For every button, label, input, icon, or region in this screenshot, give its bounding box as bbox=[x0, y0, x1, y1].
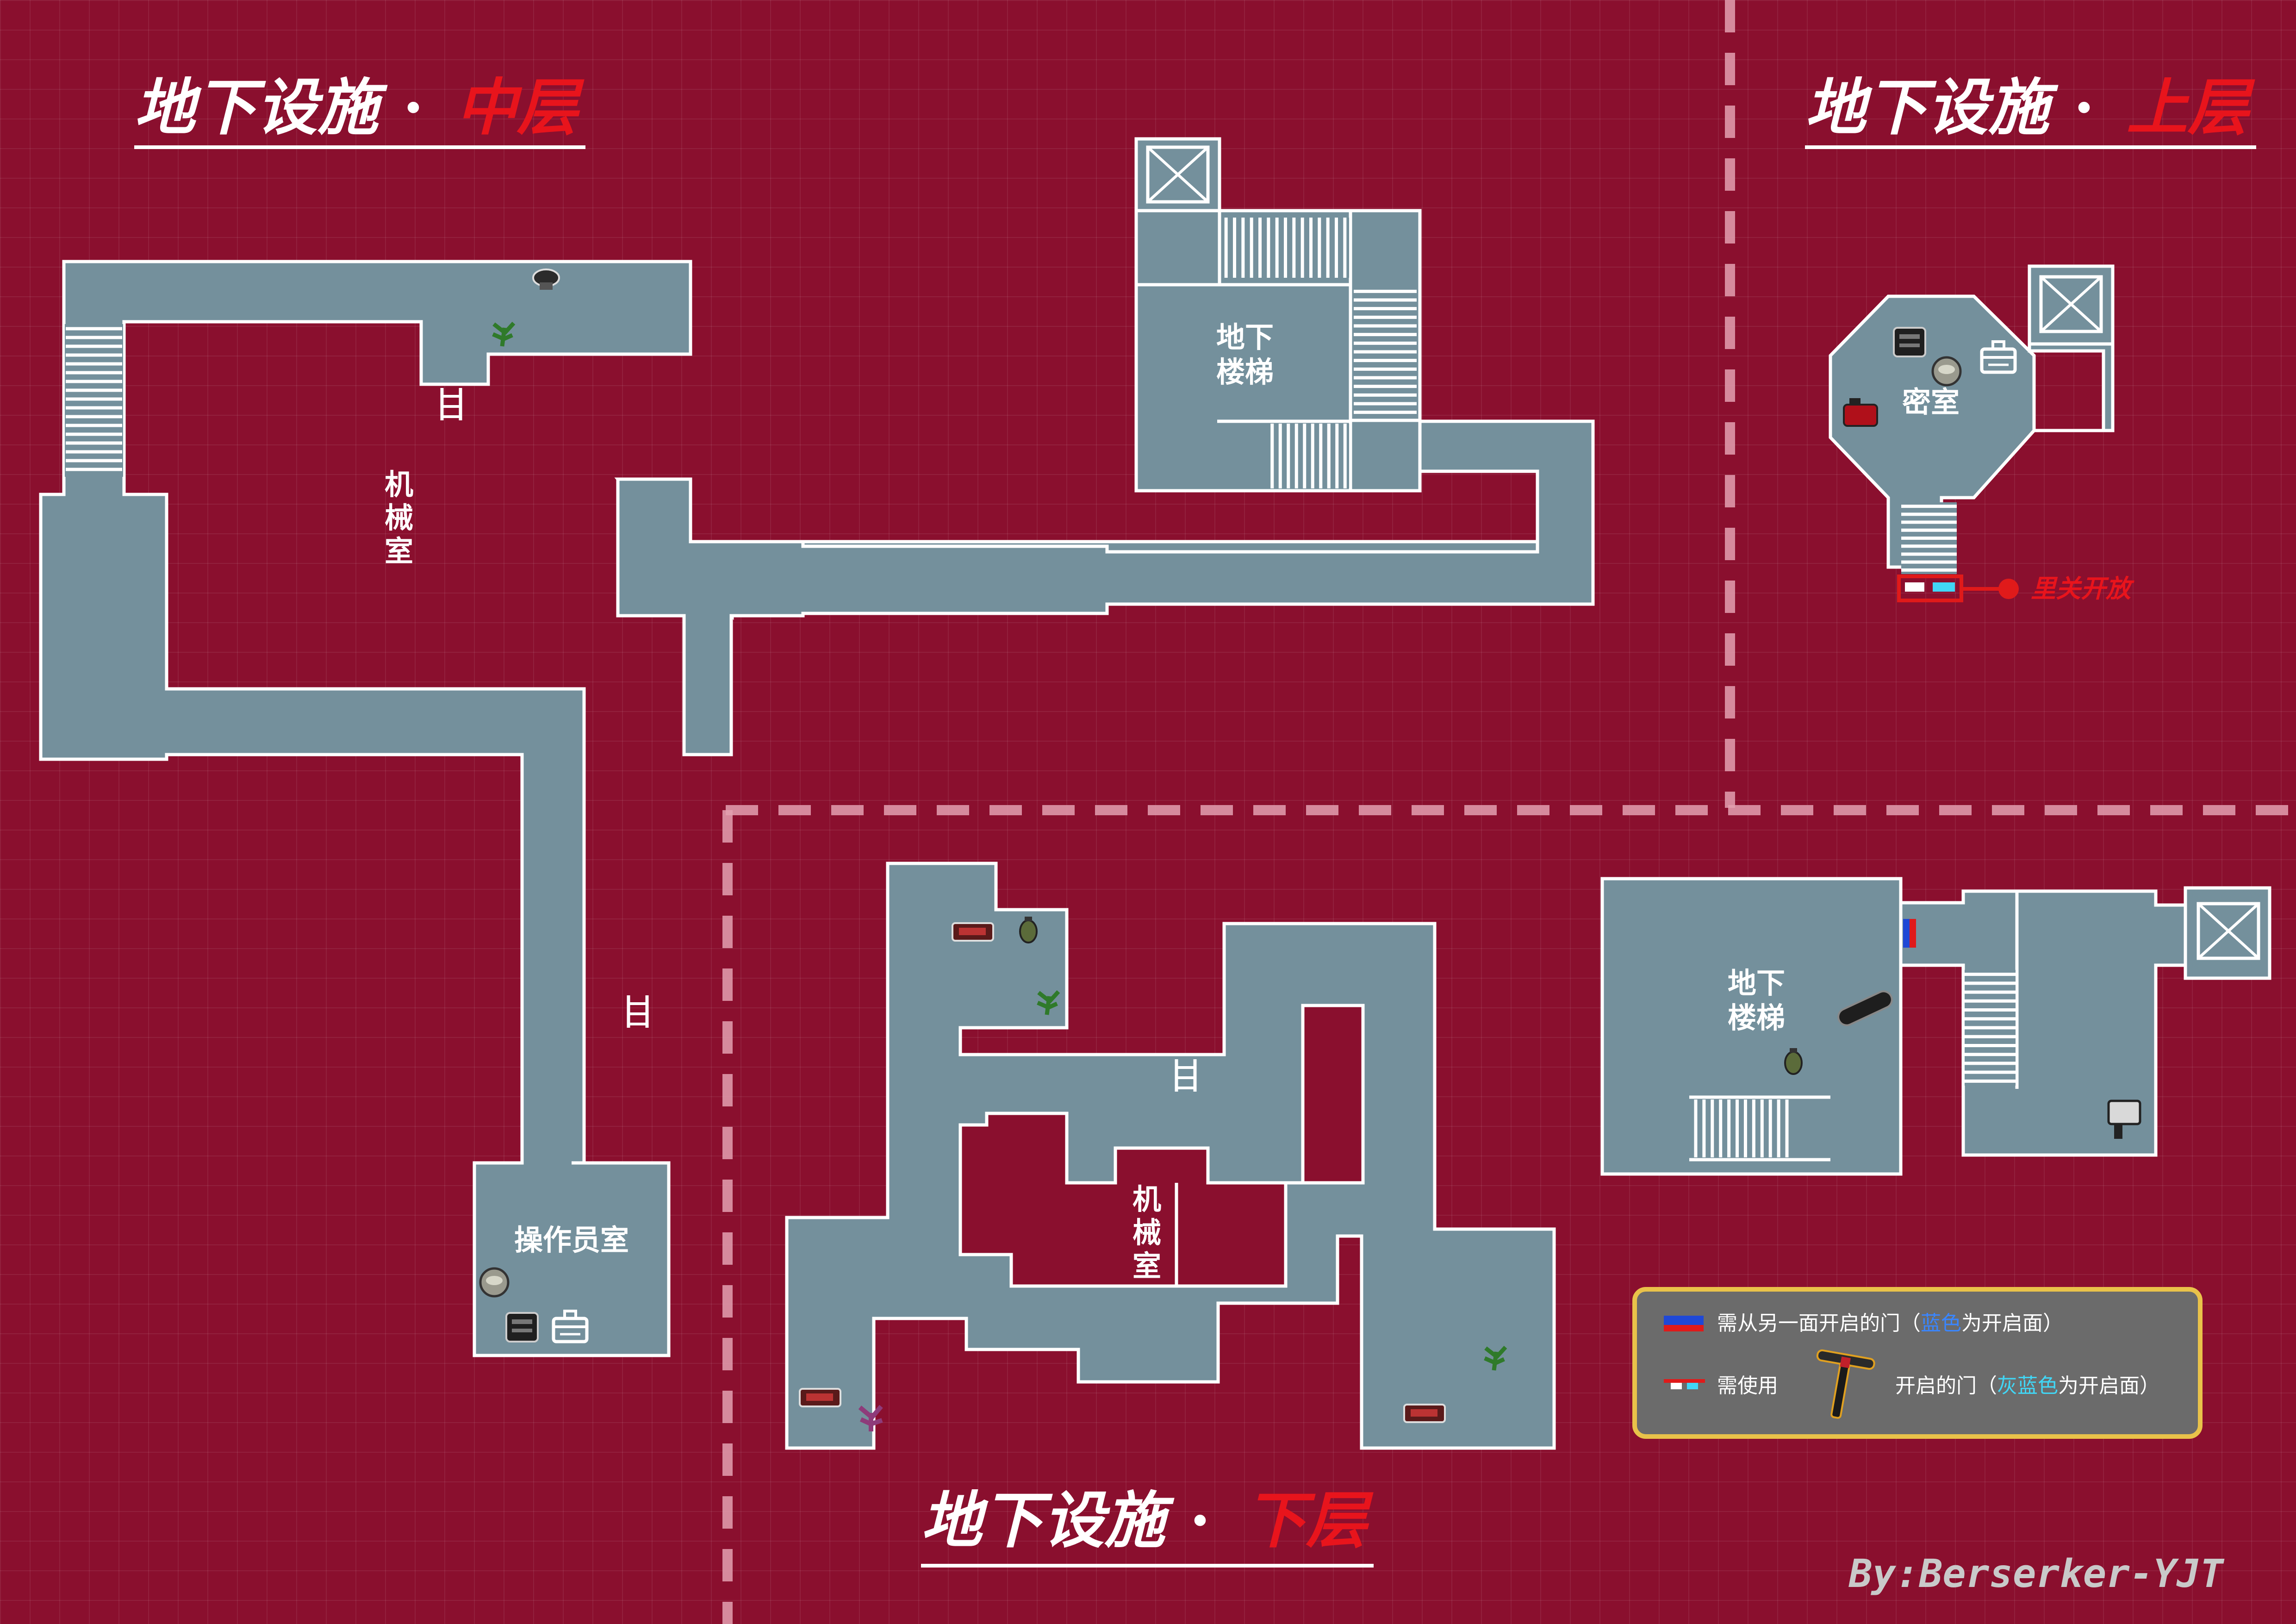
stairs-upper bbox=[1901, 502, 1957, 574]
legend-door-blue bbox=[1664, 1316, 1704, 1325]
door-marker bbox=[1905, 582, 1924, 592]
title-upper-tier: 上层 bbox=[2127, 72, 2255, 144]
title-lower: 地下设施 · 下层 bbox=[921, 1485, 1374, 1568]
elevator-icon bbox=[2039, 275, 2103, 333]
middle-level: 地下 楼梯 机 械 室 操作员室 bbox=[39, 137, 1595, 1357]
callout-text: 里关开放 bbox=[2031, 574, 2134, 603]
room-label-mechanical-middle: 机 械 室 bbox=[385, 468, 413, 568]
title-lower-main: 地下设施 bbox=[921, 1485, 1175, 1556]
stairs-middle-label-2: 楼梯 bbox=[1216, 355, 1274, 389]
ladder-icon bbox=[627, 995, 649, 1028]
legend-box bbox=[1632, 1287, 2203, 1439]
upper-level: 密室 里关开放 bbox=[1829, 264, 2134, 603]
legend-door-white bbox=[1671, 1382, 1682, 1389]
title-lower-tier: 下层 bbox=[1245, 1485, 1374, 1556]
title-upper: 地下设施 · 上层 bbox=[1805, 72, 2256, 149]
title-upper-main: 地下设施 bbox=[1805, 72, 2059, 144]
shotgun-shells-icon bbox=[952, 922, 994, 942]
stairs-middle-label-1: 地下 bbox=[1216, 320, 1274, 354]
elevator-icon bbox=[2196, 902, 2260, 960]
mechanical-middle-label-3: 室 bbox=[385, 534, 413, 568]
herb-icon bbox=[1037, 990, 1060, 1015]
title-middle: 地下设施 · 中层 bbox=[134, 72, 585, 149]
ink-ribbon-icon bbox=[532, 269, 560, 290]
stairs-middle-top bbox=[1222, 218, 1349, 278]
title-middle-tier: 中层 bbox=[456, 72, 585, 144]
stairs-middle-bottom bbox=[1268, 424, 1349, 488]
red-herb-icon bbox=[858, 1405, 883, 1431]
typewriter-icon bbox=[505, 1312, 539, 1343]
elevator-icon bbox=[1146, 145, 1210, 204]
shotgun-shells-icon bbox=[1403, 1404, 1446, 1423]
t-bar-handle-icon bbox=[1816, 1349, 1875, 1419]
secret-room-label: 密室 bbox=[1902, 385, 1960, 419]
first-aid-icon bbox=[479, 1267, 510, 1298]
title-middle-main: 地下设施 bbox=[134, 72, 388, 144]
middle-east-hall bbox=[616, 419, 1595, 756]
stairs-lower-label-2: 楼梯 bbox=[1728, 1001, 1785, 1035]
stairs-lower-left bbox=[1692, 1099, 1791, 1157]
stairs-middle-right bbox=[1354, 287, 1417, 417]
room-label-stairs-lower: 地下 楼梯 bbox=[1728, 966, 1785, 1035]
room-label-mechanical-lower: 机 械 室 bbox=[1132, 1182, 1161, 1283]
mechanical-lower-label-2: 械 bbox=[1132, 1216, 1161, 1249]
lower-east-wing bbox=[1899, 889, 2187, 1157]
legend: 需从另一面开启的门（蓝色为开启面） 需使用 开启的门（灰蓝色为开启面） bbox=[1632, 1287, 2203, 1439]
first-aid-icon bbox=[1931, 356, 1962, 387]
operator-room-label: 操作员室 bbox=[514, 1223, 629, 1257]
mechanical-corridor bbox=[39, 260, 692, 1357]
title-middle-dot: · bbox=[403, 72, 424, 144]
mechanical-middle-label-1: 机 bbox=[385, 468, 413, 501]
shotgun-shells-icon bbox=[799, 1388, 841, 1407]
legend-door-cyan bbox=[1687, 1382, 1698, 1389]
one-way-door-blue bbox=[1903, 919, 1910, 948]
stair-base bbox=[1692, 1099, 1791, 1157]
weapon-part-icon bbox=[2107, 1099, 2141, 1139]
room-label-stairs-middle: 地下 楼梯 bbox=[1216, 320, 1274, 389]
item-box-icon bbox=[1980, 340, 2017, 374]
one-way-door-red bbox=[1910, 919, 1916, 948]
typewriter-icon bbox=[1893, 327, 1926, 357]
mechanical-middle-label-2: 械 bbox=[385, 501, 413, 535]
legend-row1: 需从另一面开启的门（蓝色为开启面） bbox=[1717, 1312, 2063, 1335]
lower-level: 机 械 室 地下 楼梯 bbox=[785, 862, 2271, 1450]
mechanical-lower-label-1: 机 bbox=[1132, 1182, 1161, 1216]
ladder-icon bbox=[1175, 1059, 1197, 1092]
ladder-icon bbox=[440, 388, 462, 420]
herb-icon bbox=[492, 321, 516, 347]
title-upper-dot: · bbox=[2073, 72, 2095, 144]
pipe-icon bbox=[1837, 990, 1893, 1026]
inner-void bbox=[958, 1004, 1365, 1288]
stairs-lower-right bbox=[1965, 970, 2016, 1086]
author-credit: By:Berserker-YJT bbox=[1848, 1551, 2225, 1596]
callout-dot bbox=[1998, 579, 2019, 599]
grenade-icon bbox=[1019, 917, 1038, 943]
legend-row2: 开启的门（灰蓝色为开启面） bbox=[1895, 1374, 2160, 1398]
stairs-lower-label-1: 地下 bbox=[1728, 966, 1785, 1000]
legend-row2-prefix: 需使用 bbox=[1717, 1374, 1778, 1398]
grenade-icon bbox=[1784, 1048, 1803, 1075]
door-marker bbox=[1933, 582, 1955, 592]
herb-icon bbox=[1484, 1345, 1507, 1371]
legend-door-red bbox=[1664, 1325, 1704, 1331]
item-box-icon bbox=[552, 1310, 589, 1343]
mechanical-lower-label-3: 室 bbox=[1132, 1249, 1161, 1283]
title-lower-dot: · bbox=[1189, 1485, 1211, 1556]
acid-rounds-icon bbox=[1843, 398, 1878, 427]
stairs-middle-left bbox=[65, 324, 123, 477]
